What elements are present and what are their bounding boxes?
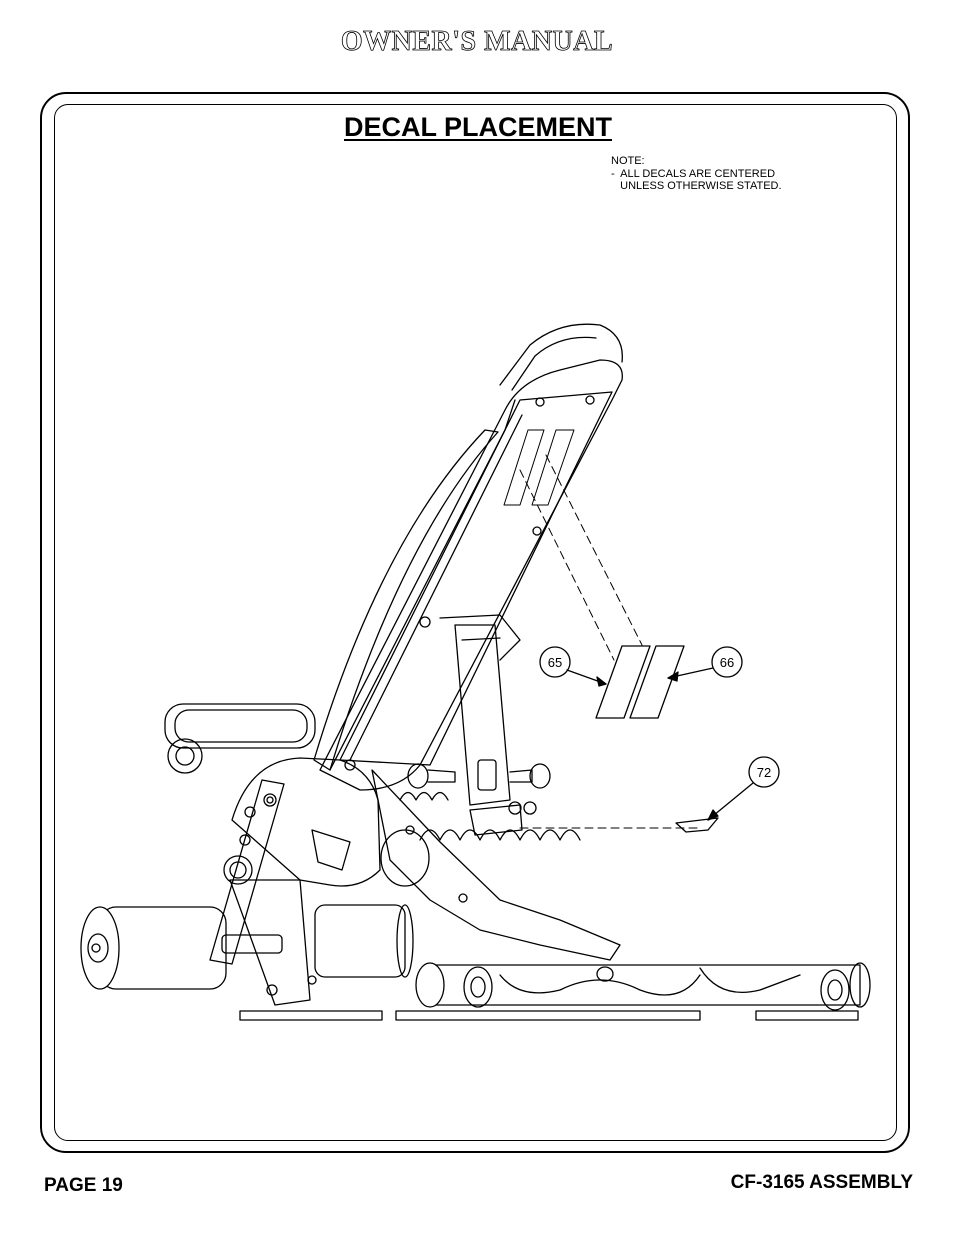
note-line-2: UNLESS OTHERWISE STATED. [611,180,782,192]
back-pad [313,323,623,791]
callout-65: 65 [539,646,607,687]
center-cylinder [314,829,430,978]
decal-note: NOTE: - ALL DECALS ARE CENTERED UNLESS O… [611,155,782,193]
base-tube [415,962,871,1011]
section-title: DECAL PLACEMENT [344,112,613,142]
backrest-frame [339,391,613,771]
support-post [454,624,537,836]
ratchet-rack [371,769,621,961]
front-roller-pad [80,906,227,990]
note-line-1: - ALL DECALS ARE CENTERED [611,167,776,180]
decal-pieces [595,645,719,833]
page-frame-inner [54,104,897,1141]
manual-title: OWNER'S MANUAL [340,26,614,58]
note-heading: NOTE: [611,155,645,167]
model-assembly-label: CF-3165 ASSEMBLY [730,1172,913,1193]
front-leg [209,779,311,1006]
decal-outlines [503,429,575,506]
callout-65-label: 65 [548,655,562,670]
callout-66-label: 66 [720,655,734,670]
projection-lines [519,454,701,829]
pop-pin-knobs [407,763,551,789]
callout-72-label: 72 [757,765,771,780]
pivot-bracket [231,757,381,996]
leg-pad-top [164,703,316,774]
floor-plates [239,1010,859,1021]
callout-72: 72 [707,756,780,821]
callout-66: 66 [667,646,743,682]
page-number: PAGE 19 [44,1175,123,1196]
page-frame-outer [40,92,910,1153]
